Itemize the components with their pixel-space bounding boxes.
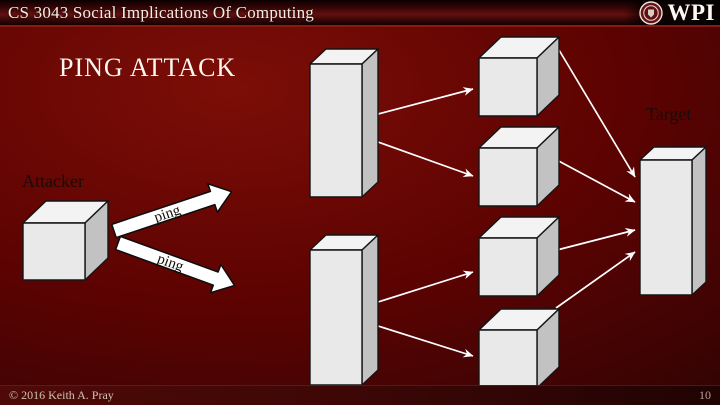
connector-arrow — [556, 228, 636, 251]
footer-bar: © 2016 Keith A. Pray 10 — [0, 385, 720, 405]
zombie-cube-4 — [478, 308, 560, 389]
connector-arrow — [558, 49, 636, 178]
box-face-front — [639, 159, 693, 296]
block-arrow-shape — [111, 183, 233, 239]
target-box — [639, 146, 707, 296]
header-bar: CS 3043 Social Implications Of Computing… — [0, 0, 720, 27]
cube-face-front — [478, 237, 538, 297]
connector-arrow — [377, 270, 474, 303]
connector-arrow — [377, 325, 474, 358]
box-face-side — [361, 234, 379, 386]
course-title: CS 3043 Social Implications Of Computing — [8, 2, 314, 22]
connector-arrow — [377, 141, 474, 178]
wpi-logo-text: WPI — [667, 0, 715, 25]
wpi-logo: WPI — [623, 0, 720, 25]
connector-arrow — [554, 158, 636, 203]
attacker-label: Attacker — [22, 171, 84, 191]
box-face-side — [691, 146, 707, 296]
copyright-text: © 2016 Keith A. Pray — [9, 388, 114, 402]
ping-label-1: ping — [152, 202, 183, 226]
target-label: Target — [646, 104, 691, 124]
box-face-front — [309, 249, 363, 386]
cube-face-front — [478, 329, 538, 389]
ping-arrow-1: ping — [111, 183, 233, 239]
zombie-cube-3 — [478, 216, 560, 297]
zombie-cube-2 — [478, 126, 560, 207]
cube-face-front — [478, 57, 538, 117]
cube-face-front — [22, 222, 86, 281]
page-number: 10 — [699, 388, 711, 402]
wpi-seal-icon — [638, 1, 663, 25]
page-title: PING ATTACK — [59, 53, 237, 82]
box-face-front — [309, 63, 363, 198]
box-face-side — [361, 48, 379, 198]
connector-arrow — [555, 251, 636, 309]
zombie-cube-1 — [478, 36, 560, 117]
cube-face-front — [478, 147, 538, 207]
block-arrow-shape — [114, 235, 236, 294]
relay-box-1 — [309, 48, 379, 198]
attacker-cube — [22, 200, 109, 281]
relay-box-2 — [309, 234, 379, 386]
connector-arrow — [377, 87, 474, 115]
ping-arrow-2: ping — [114, 235, 236, 294]
